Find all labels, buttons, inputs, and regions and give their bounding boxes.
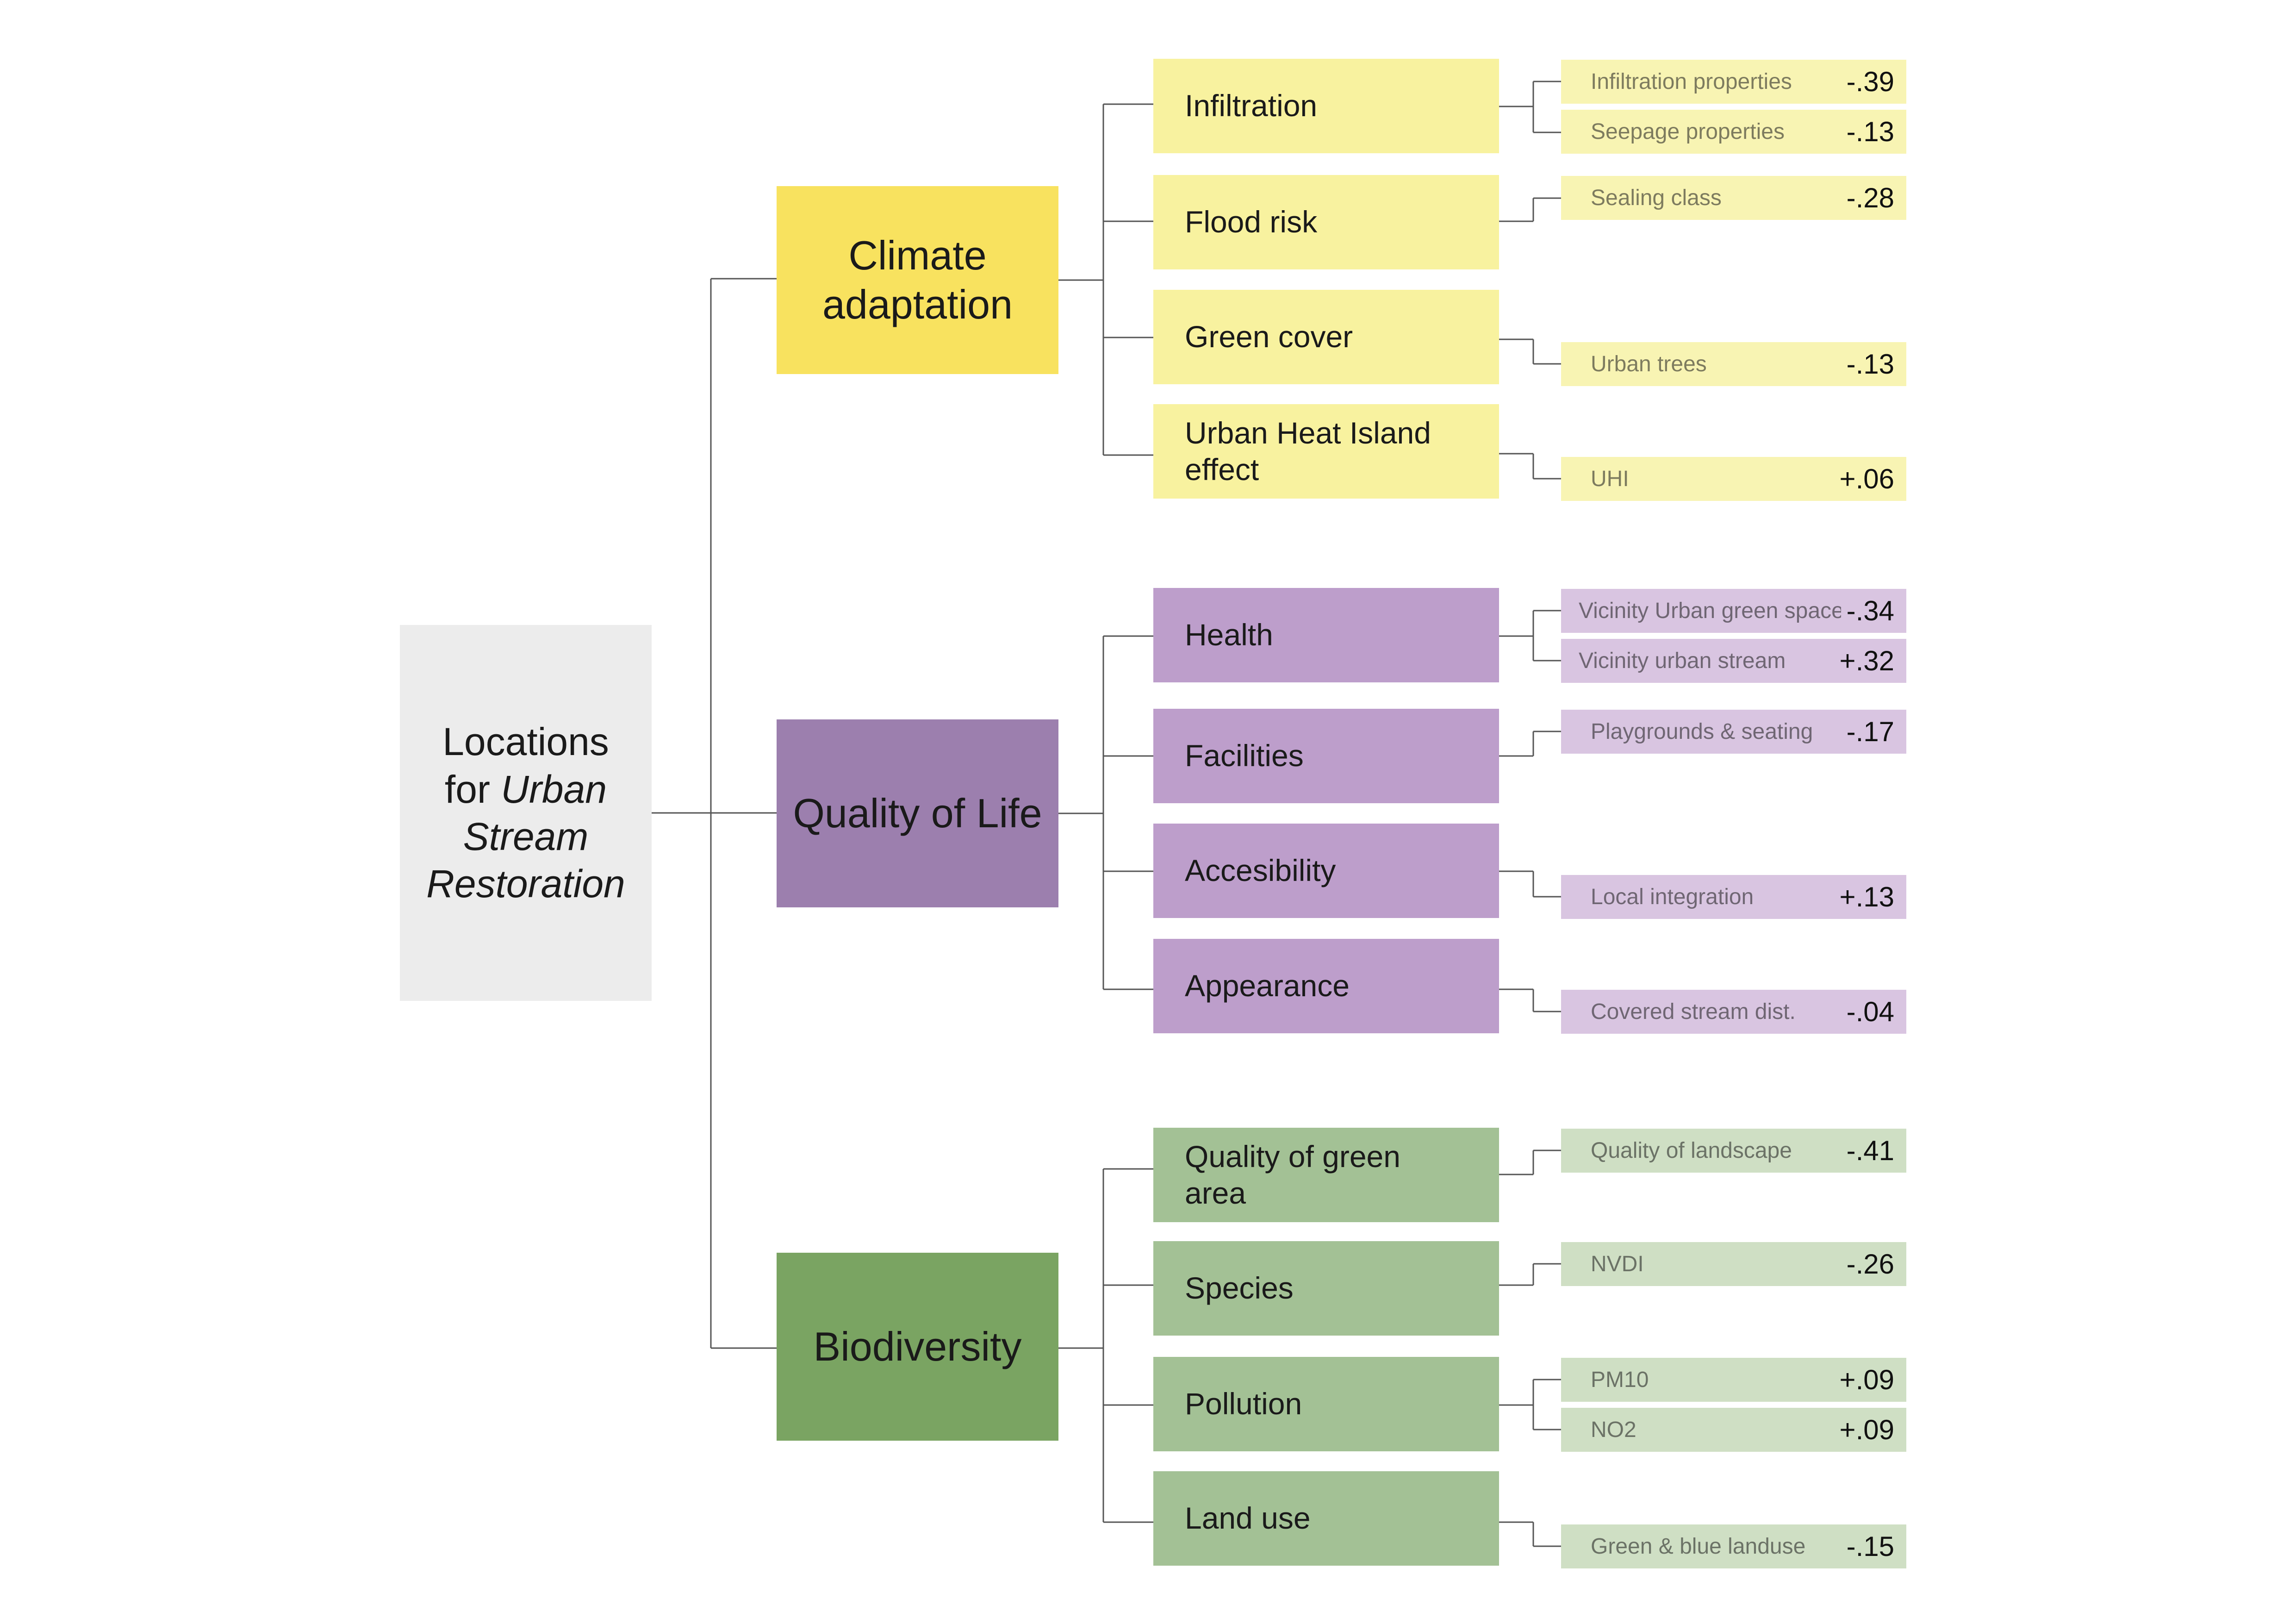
- indicator-value: -.28: [1846, 182, 1894, 213]
- indicator-value: +.09: [1839, 1414, 1894, 1445]
- criterion-label: Facilities: [1185, 738, 1304, 773]
- indicator-value: +.32: [1839, 645, 1894, 676]
- indicator-value: -.04: [1846, 996, 1894, 1027]
- indicator-nvdi: NVDI -.26: [1561, 1242, 1906, 1286]
- indicator-vicinity-urban-stream: Vicinity urban stream +.32: [1561, 639, 1906, 683]
- indicator-value: +.09: [1839, 1364, 1894, 1395]
- indicator-uhi: UHI +.06: [1561, 457, 1906, 501]
- indicator-value: -.15: [1846, 1531, 1894, 1562]
- criterion-label: Health: [1185, 618, 1273, 652]
- root-line3: Stream: [463, 815, 589, 858]
- indicator-urban-trees: Urban trees -.13: [1561, 342, 1906, 386]
- root-line1: Locations: [442, 720, 609, 764]
- root-node: Locations for Urban Stream Restoration: [400, 625, 652, 1001]
- indicator-label: Urban trees: [1591, 352, 1707, 376]
- criterion-label: Accesibility: [1185, 853, 1336, 888]
- indicator-label: Playgrounds & seating: [1591, 719, 1813, 744]
- criterion-flood-risk: Flood risk: [1153, 175, 1499, 269]
- indicator-label: Green & blue landuse: [1591, 1534, 1806, 1559]
- indicator-label: PM10: [1591, 1368, 1649, 1392]
- indicator-value: -.13: [1846, 349, 1894, 380]
- indicator-label: Seepage properties: [1591, 119, 1785, 144]
- indicator-value: -.39: [1846, 66, 1894, 97]
- criterion-label: Quality of green area: [1185, 1139, 1400, 1210]
- indicator-local-integration: Local integration +.13: [1561, 875, 1906, 919]
- category-label: Quality of Life: [793, 790, 1042, 837]
- indicator-label: Covered stream dist.: [1591, 999, 1796, 1024]
- indicator-pm10: PM10 +.09: [1561, 1358, 1906, 1402]
- root-line4: Restoration: [426, 862, 625, 906]
- indicator-label: Vicinity urban stream: [1579, 649, 1786, 673]
- criterion-land-use: Land use: [1153, 1471, 1499, 1566]
- criterion-quality-of-green-area: Quality of green area: [1153, 1128, 1499, 1222]
- indicator-value: +.06: [1839, 463, 1894, 494]
- indicator-label: Local integration: [1591, 885, 1754, 909]
- indicator-label: NVDI: [1591, 1252, 1644, 1276]
- indicator-covered-stream-dist: Covered stream dist. -.04: [1561, 990, 1906, 1034]
- criterion-label: Green cover: [1185, 319, 1353, 354]
- criterion-green-cover: Green cover: [1153, 290, 1499, 384]
- criterion-species: Species: [1153, 1241, 1499, 1336]
- criterion-pollution: Pollution: [1153, 1357, 1499, 1451]
- criterion-label: Land use: [1185, 1501, 1311, 1536]
- indicator-label: Quality of landscape: [1591, 1138, 1792, 1163]
- criterion-facilities: Facilities: [1153, 709, 1499, 803]
- root-line2: for Urban: [444, 767, 607, 811]
- indicator-value: -.17: [1846, 716, 1894, 747]
- criterion-appearance: Appearance: [1153, 939, 1499, 1033]
- criterion-infiltration: Infiltration: [1153, 59, 1499, 153]
- indicator-value: -.34: [1846, 595, 1894, 626]
- category-label: Biodiversity: [813, 1324, 1022, 1370]
- indicator-value: -.26: [1846, 1249, 1894, 1280]
- indicator-label: Vicinity Urban green space: [1579, 599, 1841, 623]
- category-quality-of-life: Quality of Life: [777, 719, 1058, 907]
- indicator-seepage-properties: Seepage properties -.13: [1561, 110, 1906, 154]
- indicator-sealing-class: Sealing class -.28: [1561, 176, 1906, 220]
- category-biodiversity: Biodiversity: [777, 1253, 1058, 1441]
- criterion-urban-heat-island: Urban Heat Island effect: [1153, 404, 1499, 499]
- indicator-green-blue-landuse: Green & blue landuse -.15: [1561, 1524, 1906, 1568]
- indicator-value: +.13: [1839, 881, 1894, 912]
- indicator-value: -.41: [1846, 1135, 1894, 1166]
- indicator-playgrounds-seating: Playgrounds & seating -.17: [1561, 710, 1906, 754]
- indicator-value: -.13: [1846, 116, 1894, 147]
- criterion-label: Pollution: [1185, 1387, 1302, 1421]
- indicator-label: Sealing class: [1591, 186, 1722, 210]
- indicator-infiltration-properties: Infiltration properties -.39: [1561, 60, 1906, 104]
- category-label: Climate adaptation: [822, 232, 1013, 327]
- criterion-label: Urban Heat Island effect: [1185, 415, 1431, 487]
- category-climate-adaptation: Climate adaptation: [777, 186, 1058, 374]
- criterion-label: Infiltration: [1185, 88, 1318, 123]
- indicator-label: Infiltration properties: [1591, 69, 1792, 94]
- criterion-health: Health: [1153, 588, 1499, 682]
- criterion-label: Appearance: [1185, 968, 1350, 1003]
- criterion-label: Flood risk: [1185, 205, 1318, 239]
- indicator-quality-of-landscape: Quality of landscape -.41: [1561, 1129, 1906, 1173]
- criterion-accesibility: Accesibility: [1153, 824, 1499, 918]
- indicator-no2: NO2 +.09: [1561, 1408, 1906, 1452]
- indicator-label: NO2: [1591, 1418, 1636, 1442]
- indicator-vicinity-urban-green-space: Vicinity Urban green space-.34: [1561, 589, 1906, 633]
- indicator-label: UHI: [1591, 467, 1629, 491]
- criterion-label: Species: [1185, 1271, 1294, 1305]
